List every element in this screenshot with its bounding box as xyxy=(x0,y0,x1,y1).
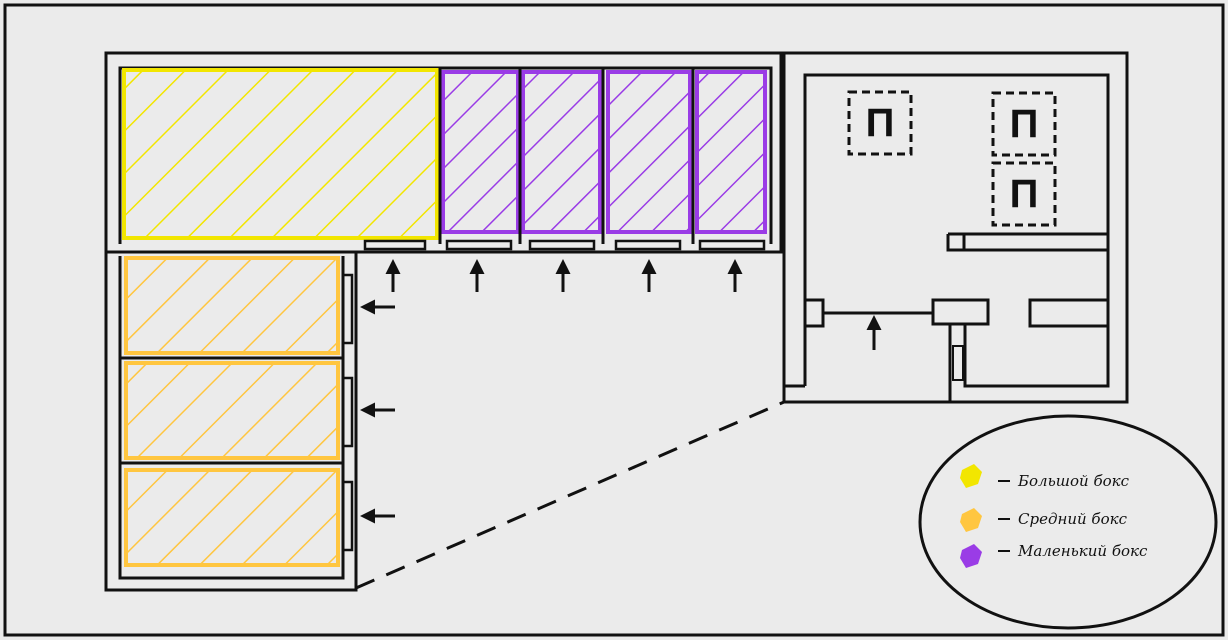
svg-text:П: П xyxy=(1010,172,1039,216)
large-box-block xyxy=(122,68,439,240)
medium-box-1 xyxy=(124,256,340,355)
svg-text:П: П xyxy=(866,101,895,145)
left-gate-1 xyxy=(341,273,354,345)
small-box-blocks xyxy=(441,70,767,234)
medium-box-2 xyxy=(124,361,340,460)
top-gate-3 xyxy=(528,239,596,251)
left-gate-3 xyxy=(341,480,354,552)
top-gate-4 xyxy=(614,239,682,251)
small-box-4 xyxy=(695,70,767,234)
small-box-2 xyxy=(521,70,602,234)
left-gates xyxy=(341,273,354,552)
top-gates xyxy=(363,239,766,251)
legend-swatch-small xyxy=(960,544,982,568)
legend-label-small: Маленький бокс xyxy=(1017,542,1148,560)
legend-ellipse xyxy=(918,414,1218,630)
medium-box-dividers xyxy=(120,356,343,465)
legend-item-small: Маленький бокс xyxy=(960,542,1148,568)
legend: Большой бокс Средний бокс Маленький бокс xyxy=(918,414,1218,630)
svg-text:П: П xyxy=(1010,102,1039,146)
legend-swatch-large xyxy=(960,464,982,488)
parking-marker-3: П xyxy=(991,161,1057,227)
left-gate-2 xyxy=(341,376,354,448)
legend-swatch-medium xyxy=(960,508,982,532)
office-building xyxy=(782,51,1129,404)
parking-marker-2: П xyxy=(991,91,1057,157)
legend-label-medium: Средний бокс xyxy=(1018,510,1128,528)
top-gate-2 xyxy=(445,239,513,251)
medium-box-3 xyxy=(124,468,340,567)
legend-label-large: Большой бокс xyxy=(1017,472,1130,490)
top-gate-5 xyxy=(698,239,766,251)
legend-item-medium: Средний бокс xyxy=(960,508,1128,532)
entry-arrows xyxy=(360,259,882,524)
small-box-1 xyxy=(441,70,520,234)
parking-marker-1: П xyxy=(847,90,913,156)
medium-box-blocks xyxy=(124,256,340,567)
legend-item-large: Большой бокс xyxy=(960,464,1130,490)
parking-markers: П П П xyxy=(847,90,1057,227)
warehouse-walls xyxy=(104,51,783,592)
small-box-dividers xyxy=(438,68,695,244)
small-box-3 xyxy=(606,70,692,234)
top-gate-1 xyxy=(363,239,427,251)
dashed-boundary xyxy=(355,400,785,590)
